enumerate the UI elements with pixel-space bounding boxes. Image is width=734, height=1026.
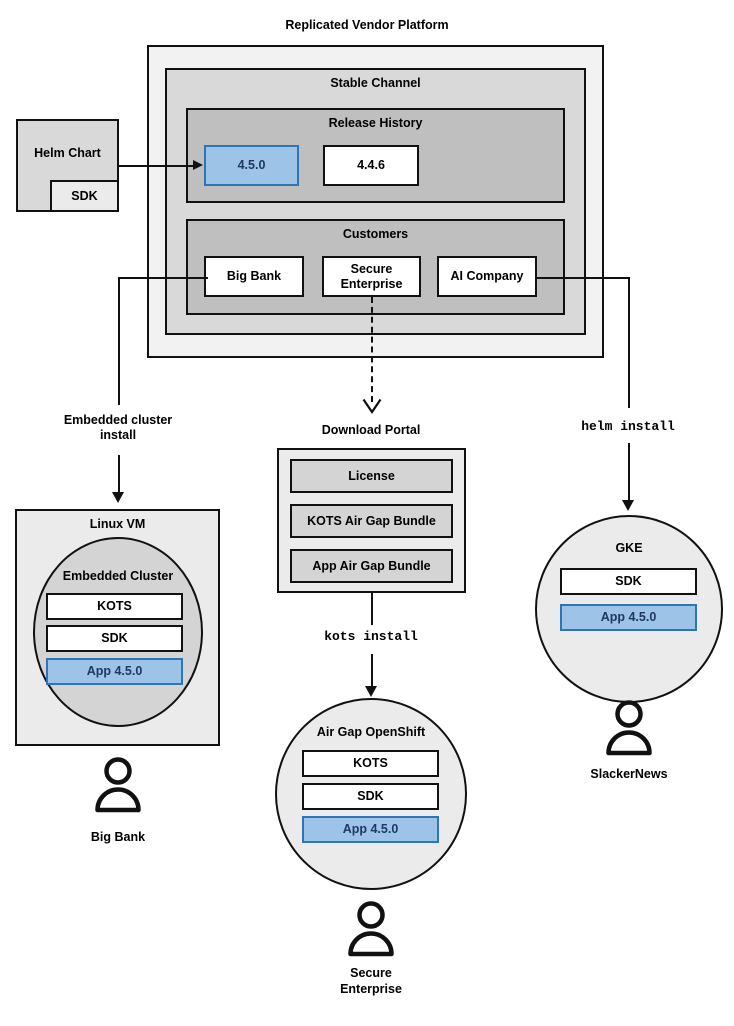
artifact-label: App Air Gap Bundle (312, 558, 431, 573)
linux-vm-label: Linux VM (89, 517, 146, 531)
customer-name: Secure Enterprise (340, 262, 403, 291)
component-label: SDK (101, 631, 128, 646)
sdk-label: SDK (71, 188, 98, 203)
ai-company-connector-vertical-lower (628, 443, 630, 505)
secure-enterprise-dashed-connector (371, 297, 373, 402)
openshift-component-sdk: SDK (302, 783, 439, 810)
kots-install-connector-upper (371, 593, 373, 625)
release-box-4-5-0[interactable]: 4.5.0 (204, 145, 299, 186)
helm-chart-to-release-arrowhead (193, 160, 203, 170)
big-bank-connector-horizontal (118, 277, 208, 279)
gke-label: GKE (615, 541, 643, 555)
customer-name: Big Bank (226, 269, 282, 284)
stable-channel-label: Stable Channel (330, 76, 421, 90)
customer-box-ai-company[interactable]: AI Company (437, 256, 537, 297)
big-bank-connector-vertical-lower (118, 455, 120, 497)
download-portal-arrowhead (362, 398, 382, 414)
persona-label-big-bank: Big Bank (90, 830, 146, 844)
gke-component-app: App 4.5.0 (560, 604, 697, 631)
download-portal-artifact-license[interactable]: License (290, 459, 453, 493)
embedded-cluster-install-label: Embedded cluster install (63, 413, 173, 442)
component-label: App 4.5.0 (342, 822, 399, 837)
persona-label-slackernews: SlackerNews (590, 767, 668, 781)
kots-install-connector-lower (371, 654, 373, 690)
gke-component-sdk: SDK (560, 568, 697, 595)
person-icon (606, 700, 652, 756)
linux-vm-component-kots: KOTS (46, 593, 183, 620)
component-label: KOTS (97, 599, 132, 614)
helm-chart-label: Helm Chart (34, 146, 101, 161)
ai-company-connector-horizontal (535, 277, 629, 279)
download-portal-artifact-kots-air-gap-bundle[interactable]: KOTS Air Gap Bundle (290, 504, 453, 538)
release-version: 4.5.0 (237, 158, 266, 173)
release-version: 4.4.6 (357, 158, 385, 173)
kots-install-arrowhead (365, 686, 377, 697)
openshift-component-app: App 4.5.0 (302, 816, 439, 843)
linux-vm-component-sdk: SDK (46, 625, 183, 652)
component-label: App 4.5.0 (600, 610, 657, 625)
release-history-label: Release History (328, 116, 423, 130)
helm-install-label: helm install (581, 419, 675, 434)
customer-box-big-bank[interactable]: Big Bank (204, 256, 304, 297)
component-label: KOTS (353, 756, 388, 771)
linux-vm-component-app: App 4.5.0 (46, 658, 183, 685)
big-bank-connector-vertical-upper (118, 277, 120, 405)
openshift-component-kots: KOTS (302, 750, 439, 777)
helm-chart-to-release-line (119, 165, 195, 167)
download-portal-artifact-app-air-gap-bundle[interactable]: App Air Gap Bundle (290, 549, 453, 583)
persona-label-secure-enterprise: Secure Enterprise (340, 966, 402, 996)
ai-company-connector-arrowhead (622, 500, 634, 511)
helm-chart-sdk-box[interactable]: SDK (50, 180, 119, 212)
release-box-4-4-6[interactable]: 4.4.6 (323, 145, 419, 186)
download-portal-label: Download Portal (321, 423, 421, 437)
component-label: SDK (615, 574, 642, 589)
ai-company-connector-vertical-upper (628, 277, 630, 408)
component-label: App 4.5.0 (86, 664, 143, 679)
kots-install-label: kots install (324, 629, 418, 644)
customer-box-secure-enterprise[interactable]: Secure Enterprise (322, 256, 421, 297)
component-label: SDK (357, 789, 384, 804)
customer-name: AI Company (450, 269, 524, 284)
air-gap-openshift-label: Air Gap OpenShift (316, 725, 426, 739)
page-title: Replicated Vendor Platform (285, 18, 449, 32)
person-icon (348, 901, 394, 957)
person-icon (95, 757, 141, 813)
big-bank-connector-arrowhead (112, 492, 124, 503)
customers-label: Customers (342, 227, 409, 241)
artifact-label: License (348, 468, 395, 483)
embedded-cluster-label: Embedded Cluster (62, 569, 174, 583)
artifact-label: KOTS Air Gap Bundle (307, 513, 436, 528)
